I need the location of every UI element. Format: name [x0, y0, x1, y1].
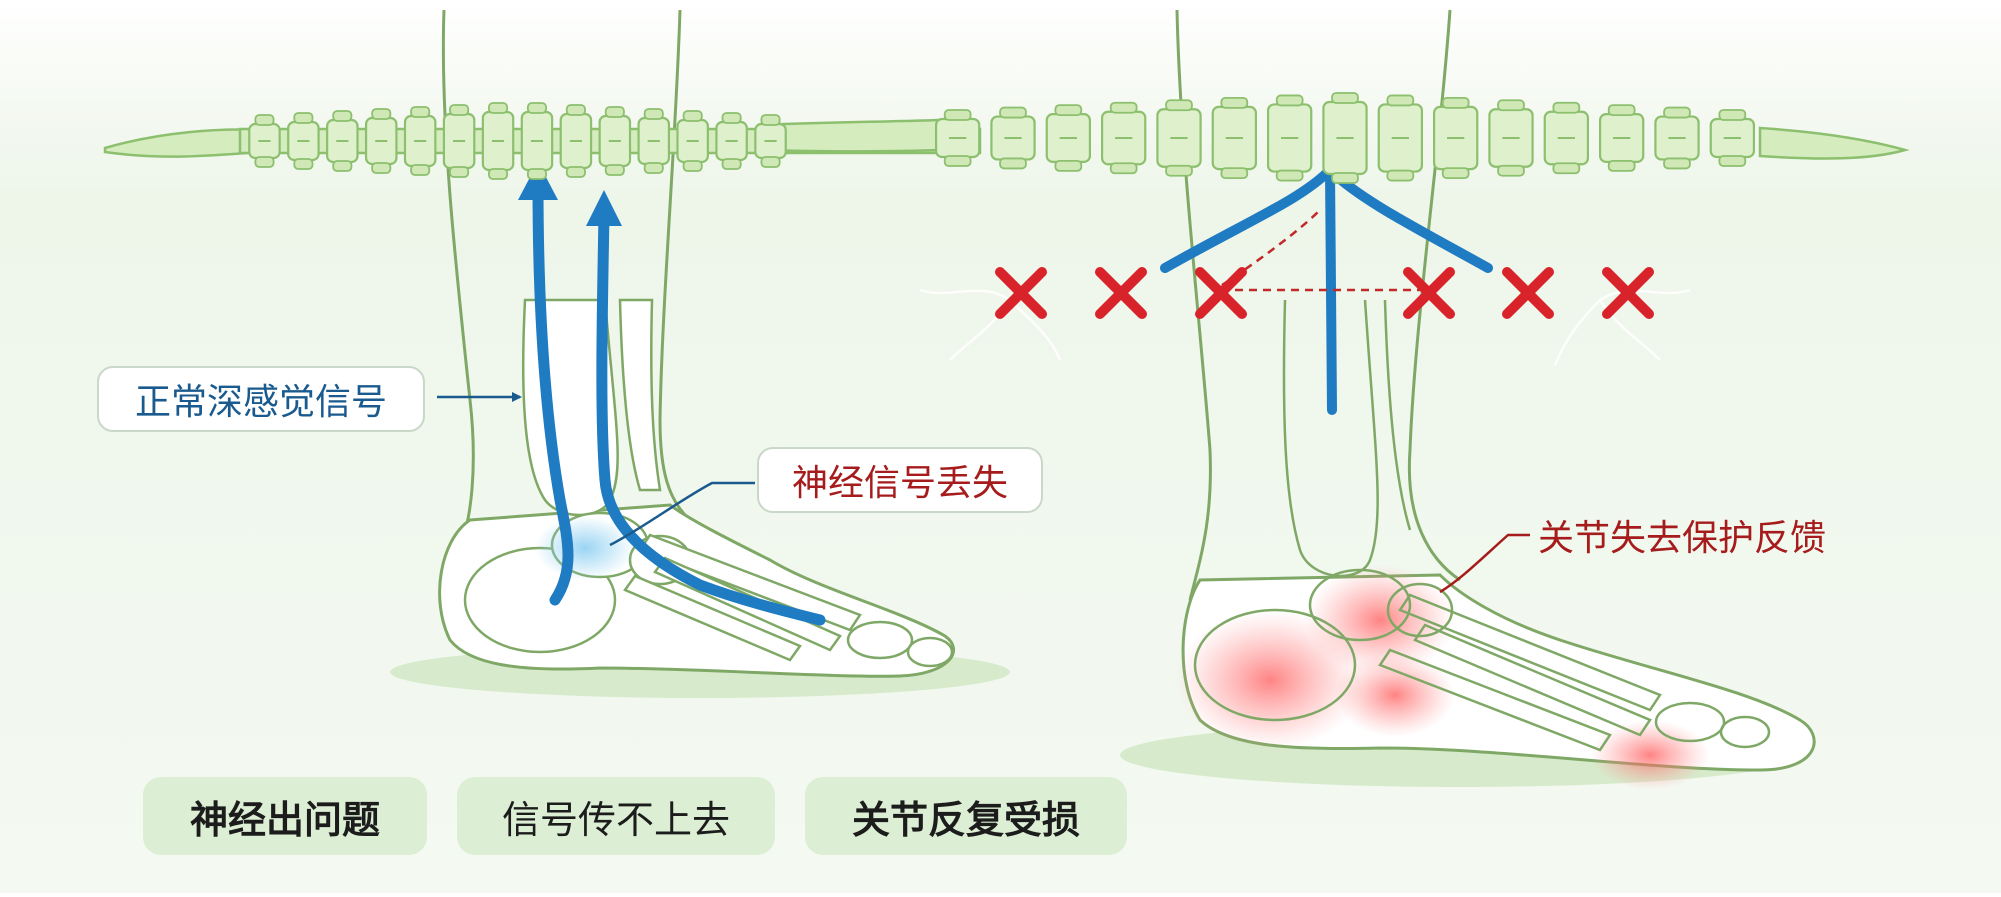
vertebra — [248, 114, 281, 168]
left-leg — [441, 9, 692, 541]
pill-nerve-problem: 神经出问题 — [143, 777, 427, 855]
x-mark-3 — [1195, 267, 1247, 319]
vertebra — [1432, 96, 1479, 180]
vertebra — [598, 106, 632, 176]
x-mark-5 — [1502, 267, 1554, 319]
left-nerve-arrow-1 — [518, 162, 558, 200]
callout-connectors — [437, 392, 755, 547]
vertebra — [1100, 101, 1147, 175]
signal-blocked-marks — [995, 267, 1654, 319]
right-joint-damage-glows — [1175, 565, 1710, 790]
spine — [103, 92, 1910, 184]
vertebra — [1045, 104, 1092, 172]
x-mark-6 — [1602, 267, 1654, 319]
pill-nerve-problem-text: 神经出问题 — [189, 797, 380, 842]
x-mark-1 — [995, 267, 1047, 319]
pill-joint-damage-text: 关节反复受损 — [851, 797, 1080, 842]
vertebra — [287, 112, 320, 170]
vertebra — [1543, 101, 1590, 175]
vertebra — [934, 109, 981, 167]
left-ankle-glow — [535, 516, 635, 580]
vertebra — [637, 108, 671, 174]
vertebra — [364, 108, 398, 174]
signal-lost-pointer — [609, 481, 755, 547]
pill-signal-blocked: 信号传不上去 — [457, 777, 775, 855]
vertebra — [1709, 109, 1756, 167]
vertebra — [1488, 99, 1534, 177]
vertebra — [520, 102, 554, 180]
label-signal-lost-text: 神经信号丢失 — [791, 463, 1008, 504]
vertebra — [1377, 94, 1424, 182]
x-mark-4 — [1403, 267, 1455, 319]
pill-signal-blocked-text: 信号传不上去 — [501, 797, 730, 842]
vertebra — [442, 104, 476, 178]
label-joint-feedback-lost-text: 关节失去保护反馈 — [1538, 518, 1827, 559]
vertebrae-right-segment — [934, 92, 1756, 184]
label-signal-lost: 神经信号丢失 — [757, 447, 1043, 513]
vertebra — [1598, 104, 1645, 172]
vertebra — [1322, 92, 1368, 184]
vertebra — [1156, 99, 1202, 177]
vertebra — [1654, 106, 1700, 170]
label-normal-signal: 正常深感觉信号 — [97, 366, 425, 432]
left-nerve-paths — [532, 179, 826, 626]
vertebra — [403, 106, 437, 176]
x-mark-2 — [1095, 267, 1147, 319]
vertebra — [1266, 94, 1313, 182]
label-joint-feedback-lost: 关节失去保护反馈 — [1538, 508, 1826, 562]
left-nerve-arrow-2 — [586, 190, 622, 226]
vertebra — [715, 112, 748, 170]
pill-joint-damage: 关节反复受损 — [805, 777, 1127, 855]
label-normal-signal-text: 正常深感觉信号 — [134, 382, 387, 423]
vertebra — [326, 110, 359, 172]
vertebra — [1211, 96, 1258, 180]
vertebra — [481, 102, 515, 180]
vertebrae-left-segment — [248, 102, 787, 180]
joint-feedback-pointer — [1439, 533, 1530, 594]
vertebra — [990, 106, 1036, 170]
right-bones — [1193, 299, 1771, 752]
vertebra — [754, 114, 787, 168]
vertebra — [676, 110, 709, 172]
vertebra — [559, 104, 593, 178]
